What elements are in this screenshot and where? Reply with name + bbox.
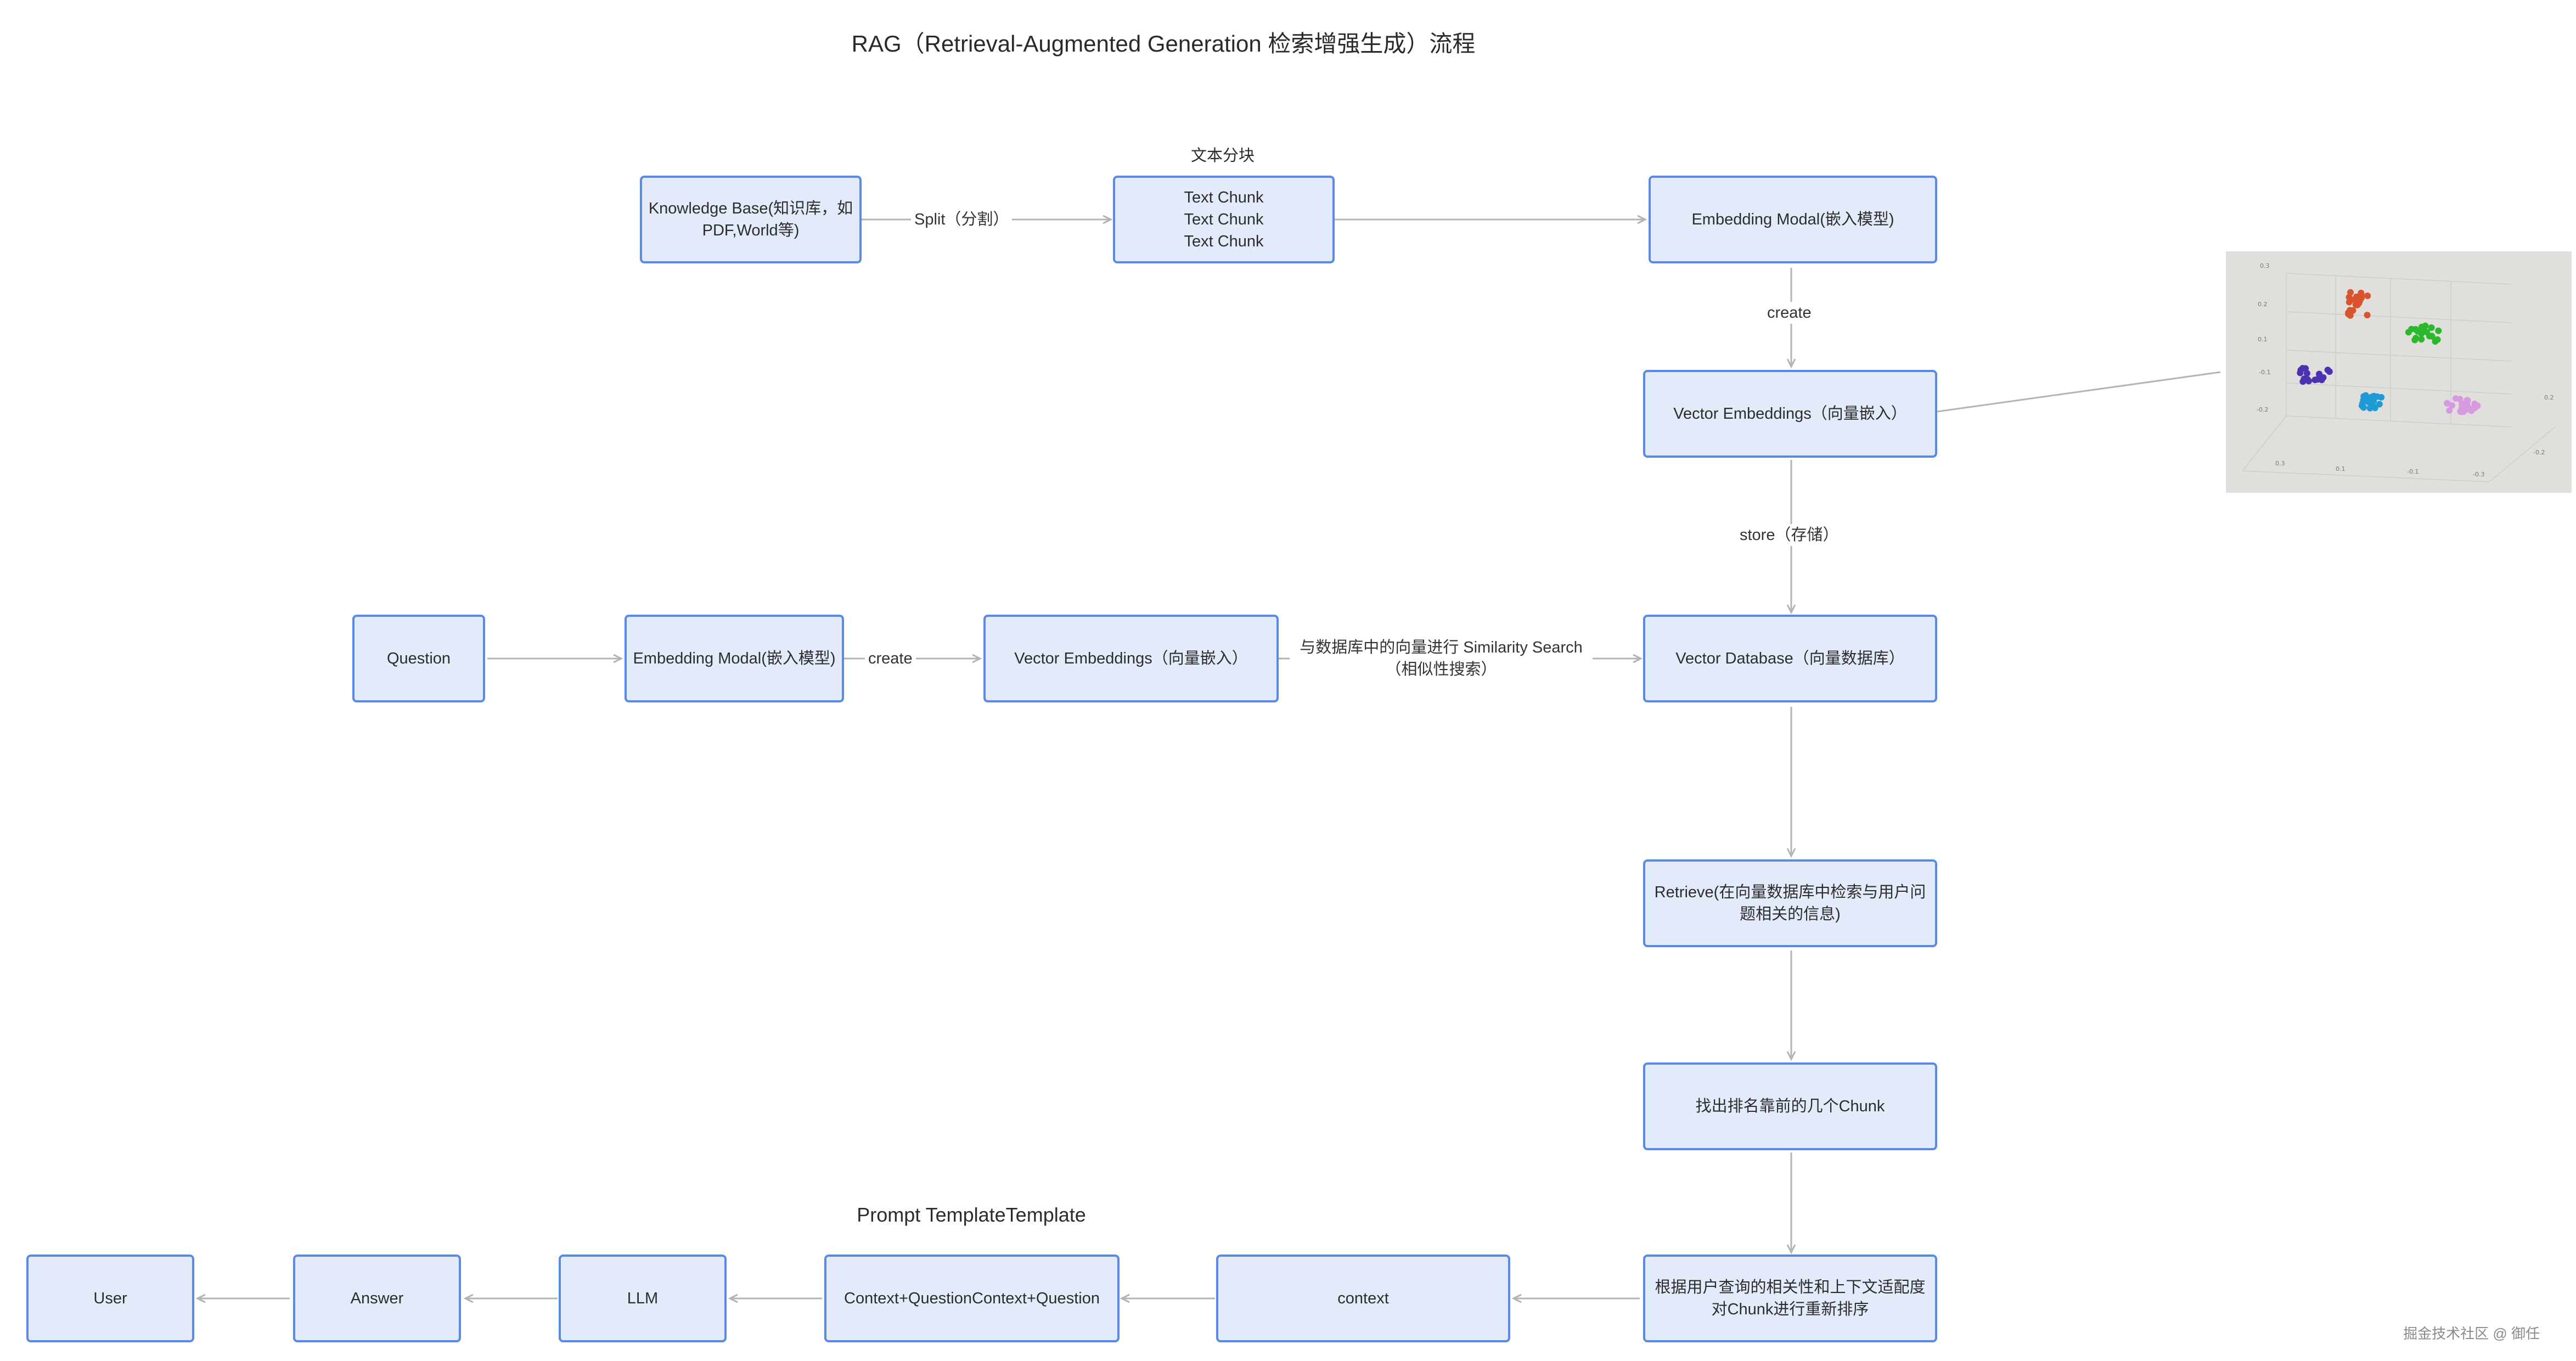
cluster-red-point — [2345, 311, 2352, 318]
cluster-green-point — [2428, 333, 2435, 340]
connector-to-plot — [1937, 371, 2221, 413]
svg-text:0.2: 0.2 — [2258, 301, 2268, 308]
label-create-top: create — [1764, 302, 1815, 324]
node-retrieve[interactable]: Retrieve(在向量数据库中检索与用户问题相关的信息) — [1643, 859, 1937, 947]
cluster-pink-point — [2471, 404, 2478, 412]
cluster-red-point — [2352, 301, 2359, 308]
cluster-red-point — [2351, 296, 2358, 303]
node-vector-embeddings-mid[interactable]: Vector Embeddings（向量嵌入） — [983, 615, 1279, 702]
node-answer-label: Answer — [350, 1290, 404, 1307]
cluster-red — [2345, 289, 2371, 319]
cluster-green-point — [2435, 327, 2442, 334]
node-knowledge-base-label: Knowledge Base(知识库，如PDF,World等) — [648, 200, 853, 239]
cluster-green-point — [2412, 335, 2420, 341]
cluster-green-point — [2434, 336, 2441, 343]
svg-text:0.3: 0.3 — [2275, 460, 2285, 467]
cluster-pink-point — [2457, 408, 2464, 415]
node-rerank[interactable]: 根据用户查询的相关性和上下文适配度对Chunk进行重新排序 — [1643, 1255, 1937, 1342]
cluster-purple-point — [2299, 365, 2306, 372]
node-llm[interactable]: LLM — [559, 1255, 727, 1342]
cluster-pink — [2444, 395, 2481, 415]
cluster-blue-point — [2363, 396, 2370, 403]
node-vector-database[interactable]: Vector Database（向量数据库） — [1643, 615, 1937, 702]
cluster-blue-point — [2366, 404, 2373, 412]
svg-text:0.3: 0.3 — [2260, 262, 2270, 269]
svg-text:0.1: 0.1 — [2258, 336, 2268, 343]
svg-text:0.1: 0.1 — [2336, 465, 2346, 473]
page-title: RAG（Retrieval-Augmented Generation 检索增强生… — [851, 31, 1476, 57]
node-question-label: Question — [386, 650, 451, 667]
svg-text:-0.1: -0.1 — [2407, 468, 2418, 475]
cluster-red-point — [2346, 299, 2353, 306]
node-question[interactable]: Question — [352, 615, 485, 702]
label-create-mid: create — [865, 648, 916, 670]
svg-text:-0.2: -0.2 — [2533, 449, 2545, 456]
node-llm-label: LLM — [627, 1290, 659, 1307]
cluster-pink-point — [2449, 402, 2455, 409]
node-vector-embeddings-top-label: Vector Embeddings（向量嵌入） — [1673, 405, 1907, 423]
node-embedding-modal-mid-label: Embedding Modal(嵌入模型) — [633, 650, 836, 667]
cluster-purple-point — [2324, 367, 2331, 374]
cluster-pink-point — [2452, 395, 2459, 402]
cluster-purple-point — [2304, 376, 2311, 383]
svg-text:-0.3: -0.3 — [2473, 471, 2484, 478]
label-prompt-template: Prompt TemplateTemplate — [857, 1203, 1086, 1226]
cluster-blue-point — [2376, 401, 2383, 408]
node-embedding-modal-top[interactable]: Embedding Modal(嵌入模型) — [1649, 176, 1937, 263]
node-retrieve-label: Retrieve(在向量数据库中检索与用户问题相关的信息) — [1654, 884, 1926, 923]
node-text-chunks[interactable]: Text Chunk Text Chunk Text Chunk — [1113, 176, 1335, 263]
cluster-green-point — [2418, 336, 2425, 343]
svg-text:-0.1: -0.1 — [2259, 369, 2270, 376]
node-answer[interactable]: Answer — [293, 1255, 461, 1342]
cluster-blue-point — [2371, 404, 2378, 412]
cluster-green — [2405, 322, 2442, 345]
label-similarity-search: 与数据库中的向量进行 Similarity Search（相似性搜索） — [1290, 637, 1593, 680]
node-vector-embeddings-mid-label: Vector Embeddings（向量嵌入） — [1014, 650, 1248, 667]
label-text-chunking: 文本分块 — [1190, 147, 1255, 165]
svg-text:-0.2: -0.2 — [2257, 406, 2268, 413]
cluster-green-point — [2422, 322, 2429, 329]
node-knowledge-base[interactable]: Knowledge Base(知识库，如PDF,World等) — [640, 176, 862, 263]
node-vector-embeddings-top[interactable]: Vector Embeddings（向量嵌入） — [1643, 370, 1937, 458]
node-rerank-label: 根据用户查询的相关性和上下文适配度对Chunk进行重新排序 — [1655, 1279, 1926, 1318]
text-chunk-2: Text Chunk — [1184, 211, 1264, 228]
cluster-blue-point — [2369, 397, 2376, 404]
node-context[interactable]: context — [1216, 1255, 1510, 1342]
cluster-purple-point — [2314, 376, 2321, 383]
cluster-pink-point — [2464, 397, 2471, 404]
node-embedding-modal-top-label: Embedding Modal(嵌入模型) — [1691, 211, 1894, 228]
text-chunk-1: Text Chunk — [1184, 189, 1264, 206]
watermark: 掘金技术社区 @ 御任 — [2403, 1325, 2540, 1342]
node-context-question[interactable]: Context+QuestionContext+Question — [824, 1255, 1120, 1342]
node-top-chunks[interactable]: 找出排名靠前的几个Chunk — [1643, 1062, 1937, 1150]
svg-text:0.2: 0.2 — [2544, 394, 2554, 401]
cluster-blue — [2358, 392, 2385, 412]
node-context-label: context — [1337, 1290, 1389, 1307]
node-top-chunks-label: 找出排名靠前的几个Chunk — [1695, 1098, 1885, 1115]
scatter-plot-svg: 0.3 0.2 0.1 -0.1 -0.2 0.3 0.1 -0.1 -0.3 -0.2 0.… — [2242, 262, 2556, 482]
cluster-blue-point — [2359, 400, 2366, 407]
cluster-green-point — [2405, 329, 2412, 336]
cluster-pink-point — [2459, 401, 2466, 408]
cluster-blue-point — [2373, 393, 2381, 400]
node-embedding-modal-mid[interactable]: Embedding Modal(嵌入模型) — [625, 615, 844, 702]
cluster-green-point — [2428, 324, 2435, 331]
node-user[interactable]: User — [26, 1255, 194, 1342]
cluster-green-point — [2414, 328, 2421, 335]
cluster-red-point — [2364, 312, 2371, 319]
cluster-purple — [2297, 365, 2333, 385]
embedding-scatter-plot: 0.3 0.2 0.1 -0.1 -0.2 0.3 0.1 -0.1 -0.3 -0.2 0.… — [2226, 251, 2572, 493]
node-user-label: User — [93, 1290, 127, 1307]
label-store: store（存储） — [1736, 524, 1842, 546]
cluster-pink-point — [2446, 407, 2453, 414]
node-context-question-label: Context+QuestionContext+Question — [844, 1290, 1100, 1307]
cluster-red-point — [2364, 293, 2371, 299]
node-vector-database-label: Vector Database（向量数据库） — [1675, 650, 1905, 667]
label-split: Split（分割） — [911, 209, 1013, 230]
text-chunk-3: Text Chunk — [1184, 233, 1264, 250]
cluster-red-point — [2347, 289, 2354, 296]
